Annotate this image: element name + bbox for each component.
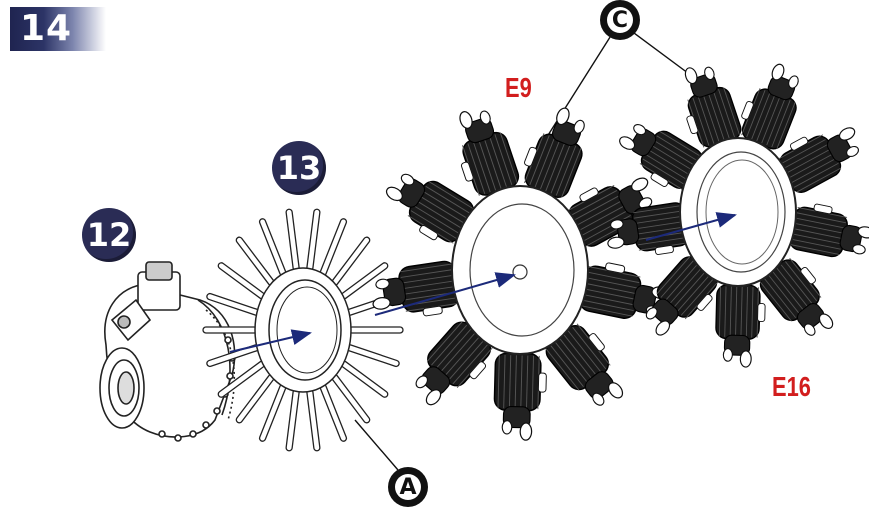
rear-cylinder-row-e16 bbox=[607, 63, 869, 368]
callout-13: 13 bbox=[272, 141, 326, 195]
cylinder bbox=[778, 127, 860, 193]
letter-a-marker: A bbox=[388, 467, 428, 507]
cylinder bbox=[788, 203, 869, 258]
arrow-13-to-e9 bbox=[374, 272, 516, 316]
cylinder bbox=[385, 173, 475, 244]
cylinder bbox=[545, 323, 624, 406]
assembly-arrows bbox=[229, 212, 737, 353]
callout-12-label: 12 bbox=[86, 216, 132, 254]
exhaust-stub bbox=[348, 326, 404, 334]
cylinder bbox=[524, 107, 585, 198]
cylinder bbox=[741, 63, 799, 150]
cylinder bbox=[579, 262, 670, 319]
part-code-e16: E16 bbox=[772, 371, 811, 402]
cylinder bbox=[684, 66, 742, 148]
cylinder bbox=[715, 284, 766, 368]
cylinder bbox=[459, 110, 520, 196]
arrow-e9-to-e16 bbox=[645, 212, 737, 241]
arrow-12-to-13 bbox=[229, 329, 312, 353]
cylinder bbox=[415, 321, 493, 406]
step-number: 14 bbox=[20, 8, 73, 49]
gearbox-housing-part bbox=[99, 261, 236, 442]
exhaust-stub bbox=[285, 388, 300, 452]
exhaust-stub bbox=[346, 344, 400, 368]
step-number-badge: 14 bbox=[10, 7, 106, 51]
exhaust-stub bbox=[306, 208, 321, 272]
exhaust-stub bbox=[306, 388, 321, 452]
letter-c-label: C bbox=[607, 7, 633, 33]
leader-line-a bbox=[354, 419, 399, 471]
cylinder bbox=[619, 123, 703, 191]
exhaust-stub bbox=[202, 326, 258, 334]
part-code-e9: E9 bbox=[505, 72, 532, 103]
exhaust-stub bbox=[285, 208, 300, 272]
letter-a-label: A bbox=[395, 474, 421, 500]
collector-ring-part bbox=[202, 208, 404, 452]
callout-13-label: 13 bbox=[276, 149, 322, 187]
callout-12: 12 bbox=[82, 208, 136, 262]
cylinder bbox=[645, 255, 719, 336]
front-cylinder-row-e9 bbox=[372, 107, 670, 441]
cylinder bbox=[493, 352, 547, 441]
